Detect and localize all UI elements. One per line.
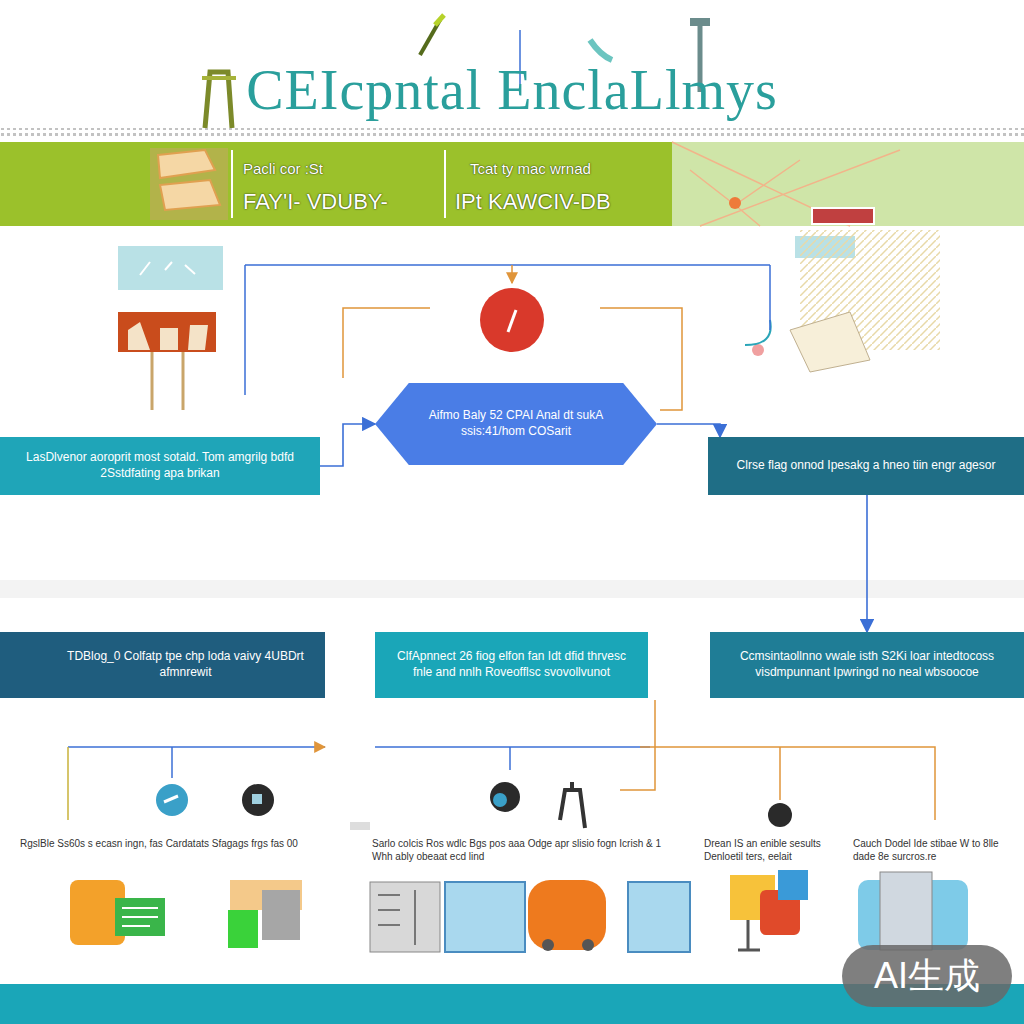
dotted-rule	[0, 128, 1024, 138]
info-bar: Clrse flag onnod Ipesakg a hneo tiin eng…	[708, 437, 1024, 495]
band-text: Pacli cor :St	[243, 160, 433, 179]
separator-band	[0, 580, 1024, 598]
band-picture	[150, 142, 1024, 226]
node-text: Clrse flag onnod Ipesakg a hneo tiin eng…	[737, 458, 996, 474]
band-text: Tcat ty mac wrnad	[470, 160, 670, 179]
icon-caption: Drean IS an enible sesults Denloetil ter…	[704, 838, 838, 863]
icon-caption: Sarlo colcis Ros wdlc Bgs pos aaa Odge a…	[372, 838, 677, 863]
process-hexagon: Aifmo Baly 52 CPAI Anal dt sukA ssis:41/…	[375, 383, 657, 465]
node-text: TDBlog_0 Colfatp tpe chp loda vaivy 4UBD…	[60, 649, 311, 680]
watermark: AI生成	[842, 945, 1012, 1007]
node-text: LasDlvenor aoroprit most sotald. Tom amg…	[14, 450, 306, 481]
node-text: Aifmo Baly 52 CPAI Anal dt sukA ssis:41/…	[419, 408, 613, 439]
monitor-picture	[118, 246, 223, 410]
band-heading: IPt KAWCIV-DB	[455, 188, 669, 216]
bottom-flow-lines	[68, 700, 935, 820]
small-icons	[156, 782, 792, 830]
info-bar: ClfApnnect 26 fiog elfon fan Idt dfid th…	[375, 632, 648, 698]
diagram-title: CEIcpntal EnclaLlmys	[0, 58, 1024, 122]
flow-connector	[320, 424, 375, 466]
band-heading: FAY'I- VDUBY-	[243, 188, 439, 216]
node-text: Ccmsintaollnno vwale isth S2Ki loar inte…	[724, 649, 1010, 680]
flow-connector	[866, 495, 868, 632]
document-sketch	[745, 230, 940, 372]
info-bar: LasDlvenor aoroprit most sotald. Tom amg…	[0, 437, 320, 495]
device-icons	[70, 870, 968, 952]
node-text: ClfApnnect 26 fiog elfon fan Idt dfid th…	[387, 649, 636, 680]
info-bar: Ccmsintaollnno vwale isth S2Ki loar inte…	[710, 632, 1024, 698]
header-band	[0, 142, 1024, 226]
info-bar: TDBlog_0 Colfatp tpe chp loda vaivy 4UBD…	[0, 632, 325, 698]
icon-caption: Cauch Dodel Ide stibae W to 8lle dade 8e…	[853, 838, 1013, 863]
flow-connector	[657, 424, 720, 437]
icon-caption: RgslBle Ss60s s ecasn ingn, fas Cardatat…	[20, 838, 305, 851]
